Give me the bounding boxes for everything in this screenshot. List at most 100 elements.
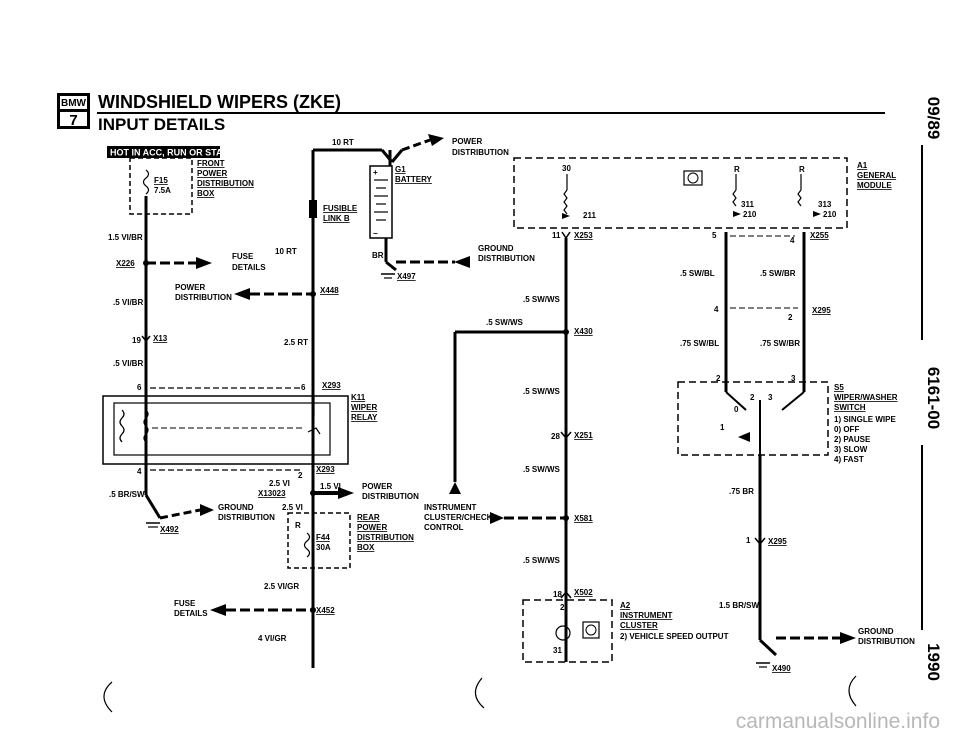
wiper-switch-mode3: 3) SLOW (834, 445, 868, 454)
hot-in-label: HOT IN ACC, RUN OR START (110, 148, 235, 158)
pin-31: 31 (553, 646, 562, 655)
rear-power-line4: BOX (357, 543, 375, 552)
fuse-f15: F15 (154, 176, 168, 185)
battery-label: BATTERY (395, 175, 433, 184)
connector-x253: X253 (574, 231, 593, 240)
wire-5brsw: .5 BR/SW (109, 490, 145, 499)
fuse-f44-r: R (295, 521, 301, 530)
pin-6b: 6 (301, 383, 306, 392)
wiper-switch-mode4: 4) FAST (834, 455, 864, 464)
ground-dist-2b: DISTRIBUTION (478, 254, 535, 263)
wire-5swws-c: .5 SW/WS (523, 387, 561, 396)
wire-75swbl: .75 SW/BL (680, 339, 719, 348)
pin-5: 5 (712, 231, 717, 240)
connector-x452: X452 (316, 606, 335, 615)
pin-4: 4 (137, 467, 142, 476)
doc-year: 1990 (924, 643, 943, 681)
wire-15vibr: 1.5 VI/BR (108, 233, 143, 242)
fuse-details-1b: DETAILS (232, 263, 266, 272)
pin-30: 30 (562, 164, 571, 173)
pin-210b: 210 (823, 210, 837, 219)
pin-11: 11 (552, 231, 561, 240)
connector-x502: X502 (574, 588, 593, 597)
bmw-logo-text: BMW (61, 98, 87, 109)
fusible-link-b: LINK B (323, 214, 350, 223)
connector-x448: X448 (320, 286, 339, 295)
instrument-cluster-a2: A2 (620, 601, 631, 610)
connector-x490: X490 (772, 664, 791, 673)
pin-18: 18 (553, 590, 562, 599)
fuse-f44: F44 (316, 533, 330, 542)
instrument-cluster-line3: CLUSTER (620, 621, 658, 630)
pin-210a: 210 (743, 210, 757, 219)
connector-x13: X13 (153, 334, 168, 343)
wiper-relay-box (102, 395, 349, 465)
front-power-line1: FRONT (197, 159, 225, 168)
label-br: BR (372, 251, 384, 260)
doc-number: 6161-00 (924, 367, 943, 429)
pin-3b: 3 (768, 393, 773, 402)
front-power-line2: POWER (197, 169, 227, 178)
module-icon (683, 170, 703, 186)
fusible-link-label: FUSIBLE (323, 204, 358, 213)
pin-2e: 2 (750, 393, 755, 402)
connector-x293a: X293 (322, 381, 341, 390)
wiper-switch-mode0: 0) OFF (834, 425, 859, 434)
fuse-details-2a: FUSE (174, 599, 196, 608)
pin-r-a: R (734, 165, 740, 174)
series-number: 7 (69, 112, 77, 129)
general-module-line2: GENERAL (857, 171, 896, 180)
pin-2a: 2 (298, 471, 303, 480)
wire-10rt-a: 10 RT (332, 138, 354, 147)
instrument-cluster-box (522, 599, 613, 663)
wiper-switch-line2: WIPER/WASHER (834, 393, 898, 402)
pin-2c: 2 (788, 313, 793, 322)
front-power-line4: BOX (197, 189, 215, 198)
wire-25vi: 2.5 VI (269, 479, 290, 488)
connector-x13023: X13023 (258, 489, 286, 498)
pin-2d: 2 (716, 374, 721, 383)
rear-power-box (287, 512, 351, 569)
instr-control-b: CLUSTER/CHECK (424, 513, 493, 522)
connector-x295b: X295 (768, 537, 787, 546)
relay-k11-line3: RELAY (351, 413, 378, 422)
wire-5swws-a: .5 SW/WS (523, 295, 561, 304)
power-dist-2a: POWER (362, 482, 392, 491)
instr-control-c: CONTROL (424, 523, 464, 532)
connector-x251: X251 (574, 431, 593, 440)
fuse-f15-amp: 7.5A (154, 186, 171, 195)
wire-25vi-b: 2.5 VI (282, 503, 303, 512)
instrument-cluster-line2: INSTRUMENT (620, 611, 673, 620)
fuse-f44-amp: 30A (316, 543, 331, 552)
connector-x293b: X293 (316, 465, 335, 474)
power-dist-top-a: POWER (452, 137, 482, 146)
hot-in-badge (107, 146, 220, 158)
ground-dist-2a: GROUND (478, 244, 514, 253)
power-dist-1a: POWER (175, 283, 205, 292)
instrument-cluster-line4: 2) VEHICLE SPEED OUTPUT (620, 632, 729, 641)
power-dist-2b: DISTRIBUTION (362, 492, 419, 501)
sidebar: 09/89 6161-00 1990 (921, 97, 943, 681)
battery-g1-label: G1 (395, 165, 406, 174)
relay-k11: K11 (351, 393, 366, 402)
pin-0: 0 (734, 405, 739, 414)
wire-25vigr: 2.5 VI/GR (264, 582, 299, 591)
wire-5swbl: .5 SW/BL (680, 269, 715, 278)
fusible-link (309, 200, 317, 218)
front-power-line3: DISTRIBUTION (197, 179, 254, 188)
pin-4c: 4 (714, 305, 719, 314)
wire-15brsw: 1.5 BR/SW (719, 601, 759, 610)
wire-5swws-b: .5 SW/WS (486, 318, 524, 327)
ground-dist-3a: GROUND (858, 627, 894, 636)
connector-x581: X581 (574, 514, 593, 523)
wire-5vibr-a: .5 VI/BR (113, 298, 143, 307)
wire-5swbr: .5 SW/BR (760, 269, 796, 278)
wire-25rt: 2.5 RT (284, 338, 308, 347)
pin-28: 28 (551, 432, 560, 441)
page-title: WINDSHIELD WIPERS (ZKE) (98, 92, 341, 112)
connector-x492: X492 (160, 525, 179, 534)
wiper-switch-s5: S5 (834, 383, 844, 392)
fuse-details-1a: FUSE (232, 252, 254, 261)
wire-10rt-b: 10 RT (275, 247, 297, 256)
